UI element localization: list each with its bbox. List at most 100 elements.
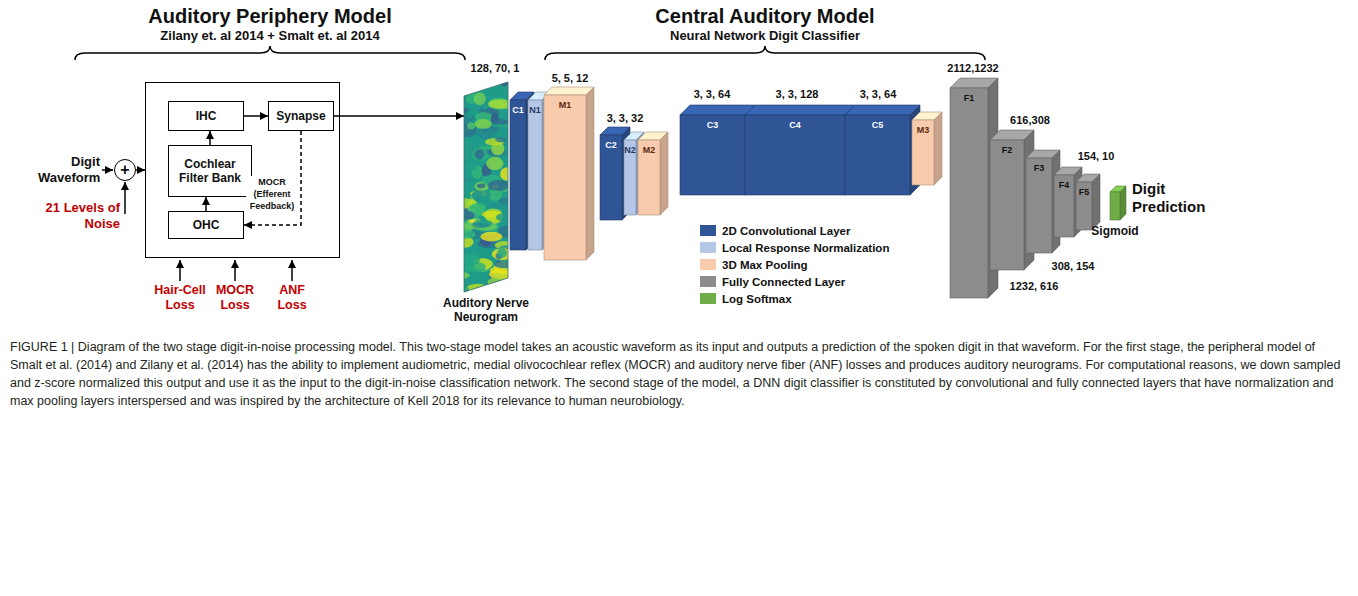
layer-top-face [680, 105, 755, 115]
neurogram-blob [456, 76, 477, 89]
layer-name: C5 [845, 115, 910, 130]
neurogram-blob [490, 267, 499, 273]
layer-name: M1 [544, 95, 586, 110]
layer-front-face [638, 140, 660, 215]
loss-label: Hair-Cell Loss [148, 283, 212, 313]
dimension-label: 1232, 616 [1002, 280, 1066, 293]
layer-side-face [1092, 174, 1100, 230]
neurogram-blob [466, 163, 477, 171]
figure-caption: FIGURE 1 | Diagram of the two stage digi… [10, 338, 1348, 410]
section-title: Central Auditory Model [555, 4, 975, 28]
noise-arrow [124, 182, 126, 214]
process-box: Cochlear Filter Bank [168, 145, 252, 197]
input-arrow [102, 169, 113, 171]
legend-swatch [700, 225, 716, 236]
process-box: OHC [168, 211, 244, 239]
legend-text: Fully Connected Layer [722, 276, 845, 288]
neurogram-blob [488, 99, 511, 108]
layer-side-face [934, 112, 942, 185]
norm-layer: N2 [624, 140, 636, 215]
neurogram-blob [458, 230, 476, 238]
neurogram-picture [464, 82, 508, 292]
connector [244, 131, 301, 225]
layer-front-face [950, 88, 988, 298]
layer-front-face [1076, 182, 1092, 230]
loss-arrow [234, 260, 236, 281]
neurogram-outline [464, 82, 508, 292]
neurogram-blob [466, 110, 473, 119]
dimension-label: 3, 3, 32 [595, 112, 655, 125]
neurogram-blob [492, 248, 513, 260]
layer-name: C2 [600, 135, 622, 150]
node-label: Synapse [276, 109, 325, 123]
dimension-label: 5, 5, 12 [540, 72, 600, 85]
pool-layer: M3 [912, 120, 934, 185]
layer-name: F4 [1054, 175, 1074, 190]
legend: 2D Convolutional LayerLocal Response Nor… [700, 222, 889, 307]
layer-top-face [544, 87, 594, 95]
conv-layer: C1 [510, 100, 526, 250]
neurogram-blob [494, 261, 517, 268]
layer-front-face [528, 100, 542, 250]
neurogram-blob [488, 180, 510, 191]
neurogram-blob [488, 98, 510, 110]
legend-row: Local Response Normalization [700, 239, 889, 256]
conv-layer: C3 [680, 115, 745, 195]
conv-layer: C5 [845, 115, 910, 195]
softmax-layer: Sigmoid [1110, 192, 1120, 220]
loss-label: ANF Loss [266, 283, 318, 313]
neurogram-blob [486, 157, 503, 171]
layer-top-face [745, 105, 855, 115]
curly-brace [75, 46, 465, 60]
curly-brace [545, 46, 985, 60]
legend-row: 2D Convolutional Layer [700, 222, 889, 239]
node-label: + [120, 162, 129, 178]
neurogram-blob [475, 149, 485, 159]
fc-layer: F5 [1076, 182, 1092, 230]
neurogram-blob [480, 232, 502, 242]
neurogram-blob [502, 280, 509, 285]
connector [209, 131, 211, 145]
node-label: IHC [196, 109, 217, 123]
node-label: Cochlear Filter Bank [171, 157, 249, 185]
layer-front-face [990, 140, 1024, 270]
node-label: OHC [193, 218, 220, 232]
connector-label: MOCR (Efferent Feedback) [246, 176, 298, 212]
section-subtitle: Zilany et. al 2014 + Smalt et. al 2014 [60, 28, 480, 44]
legend-text: Local Response Normalization [722, 242, 889, 254]
layer-front-face [510, 100, 526, 250]
dimension-label: 3, 3, 64 [682, 88, 742, 101]
loss-arrow [291, 260, 293, 281]
dimension-label: 2112,1232 [936, 62, 1010, 75]
layer-side-face [586, 87, 594, 260]
neurogram-blob [471, 190, 491, 199]
dimension-label: 308, 154 [1044, 260, 1102, 273]
pool-layer: M1 [544, 95, 586, 260]
layer-block [544, 95, 586, 260]
dimension-label: 154, 10 [1070, 150, 1122, 163]
neurogram-blob [490, 285, 513, 297]
output-label: Digit Prediction [1132, 180, 1224, 216]
legend-swatch [700, 293, 716, 304]
layer-name: C1 [510, 100, 526, 115]
fc-layer: F1 [950, 88, 988, 298]
layer-block [528, 100, 542, 250]
layer-top-face [845, 105, 920, 115]
neurogram-blob [471, 148, 489, 161]
layer-front-face [624, 140, 636, 215]
neurogram-blob [457, 81, 470, 86]
legend-text: 2D Convolutional Layer [722, 225, 850, 237]
node-label: Sigmoid [1085, 224, 1145, 238]
layer-name: N2 [624, 140, 636, 155]
layer-name: F1 [950, 88, 988, 103]
input-label: Digit Waveform [38, 154, 100, 185]
layer-side-face [660, 132, 668, 215]
layer-name: F5 [1076, 182, 1092, 197]
connector [205, 197, 207, 211]
noise-label: 21 Levels of Noise [40, 200, 120, 231]
layer-block [990, 140, 1024, 270]
layer-name: N1 [528, 100, 542, 115]
fc-layer: F4 [1054, 175, 1074, 237]
